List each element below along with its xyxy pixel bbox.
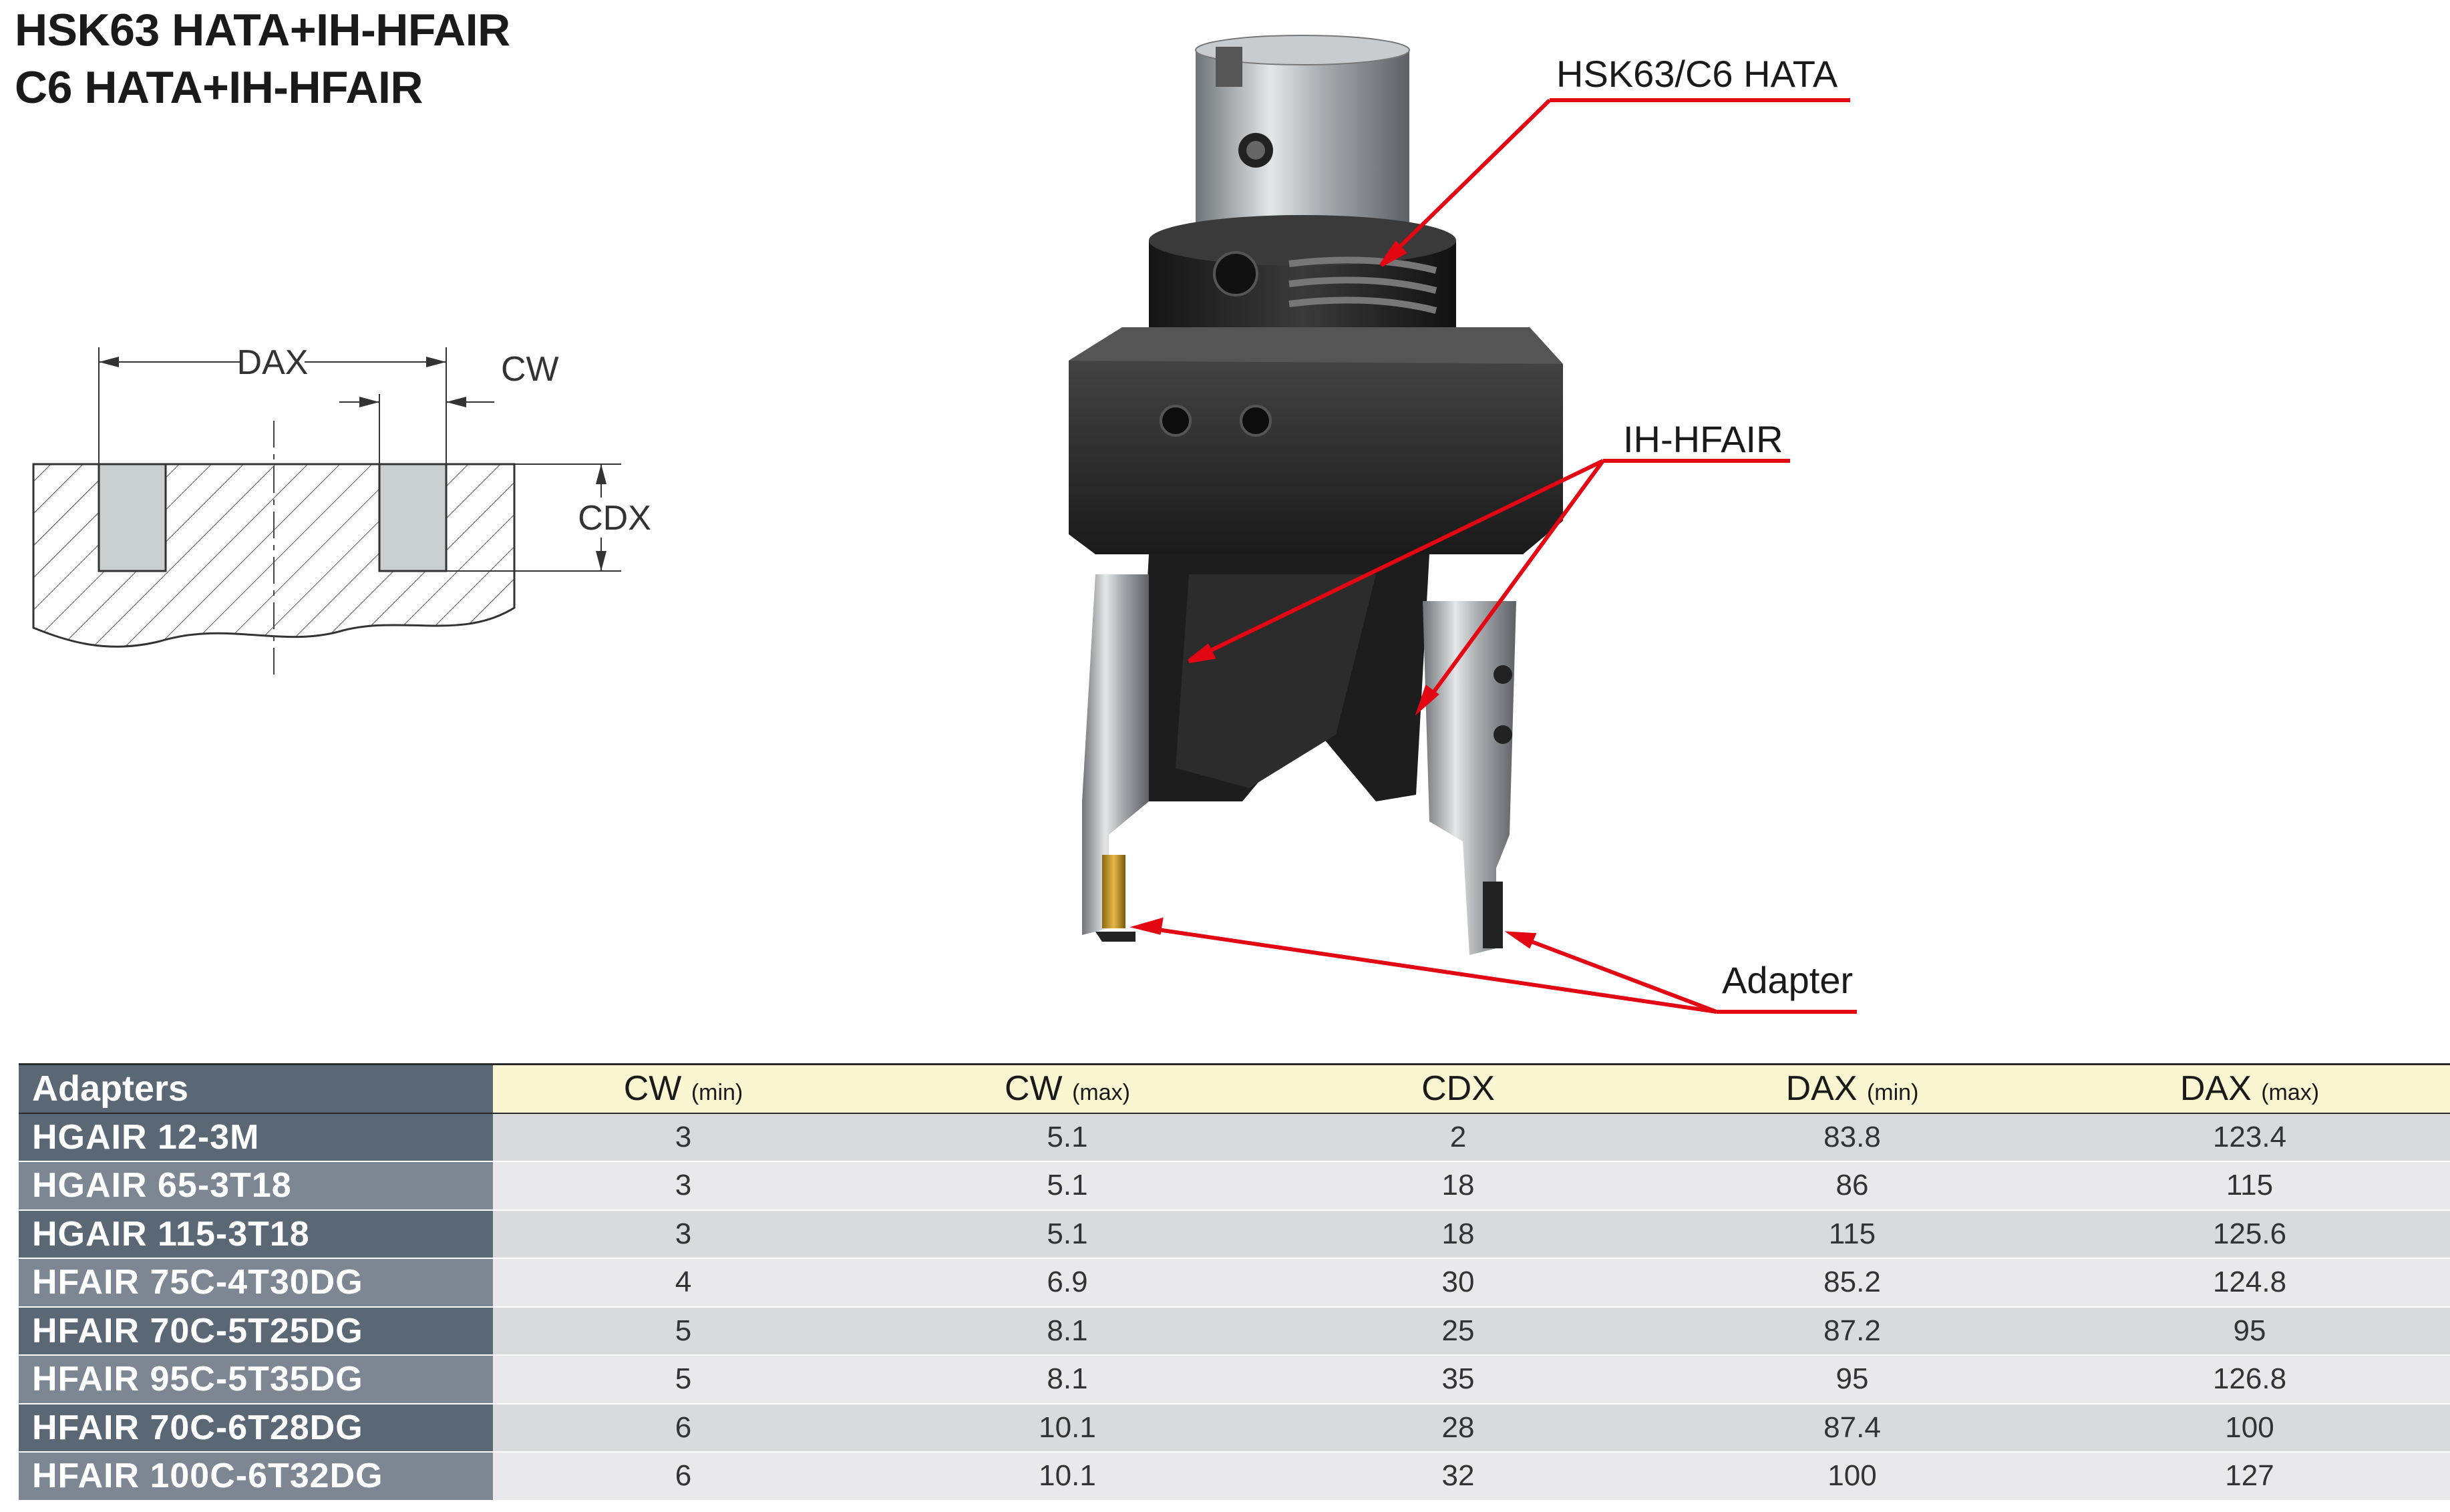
header-cdx: CDX — [1261, 1064, 1655, 1113]
adapter-name: HGAIR 65-3T18 — [19, 1161, 493, 1211]
cw-min-value: 4 — [493, 1258, 874, 1308]
adapter-name: HFAIR 70C-6T28DG — [19, 1403, 493, 1453]
dax-min-value: 95 — [1655, 1355, 2049, 1404]
groove-left — [98, 463, 167, 572]
callout-hata: HSK63/C6 HATA — [1556, 53, 1838, 95]
dax-max-value: 95 — [2049, 1306, 2450, 1356]
cdx-value: 32 — [1261, 1452, 1655, 1501]
page-title: HSK63 HATA+IH-HFAIR — [15, 5, 510, 55]
cw-max-value: 10.1 — [874, 1403, 1261, 1453]
table-row: HFAIR 70C-5T25DG 5 8.1 25 87.2 95 — [19, 1306, 2450, 1356]
cw-min-value: 3 — [493, 1209, 874, 1259]
adapter-name: HFAIR 70C-5T25DG — [19, 1306, 493, 1356]
page-subtitle: C6 HATA+IH-HFAIR — [15, 62, 423, 113]
cw-label: CW — [501, 350, 559, 389]
cdx-value: 28 — [1261, 1403, 1655, 1453]
dax-max-value: 125.6 — [2049, 1209, 2450, 1259]
table-header-row: Adapters CW (min) CW (max) CDX DAX (min)… — [19, 1064, 2450, 1113]
dax-max-value: 126.8 — [2049, 1355, 2450, 1404]
dax-min-value: 100 — [1655, 1452, 2049, 1501]
cw-min-value: 5 — [493, 1355, 874, 1404]
header-dax-max: DAX (max) — [2049, 1064, 2450, 1113]
adapter-name: HFAIR 100C-6T32DG — [19, 1452, 493, 1501]
adapter-name: HFAIR 75C-4T30DG — [19, 1258, 493, 1308]
dax-max-value: 124.8 — [2049, 1258, 2450, 1308]
adapters-table: Adapters CW (min) CW (max) CDX DAX (min)… — [19, 1063, 2450, 1501]
cw-max-value: 5.1 — [874, 1209, 1261, 1259]
table-row: HFAIR 95C-5T35DG 5 8.1 35 95 126.8 — [19, 1355, 2450, 1404]
cdx-value: 18 — [1261, 1209, 1655, 1259]
cw-min-value: 6 — [493, 1452, 874, 1501]
cw-max-value: 8.1 — [874, 1355, 1261, 1404]
table-row: HFAIR 100C-6T32DG 6 10.1 32 100 127 — [19, 1452, 2450, 1501]
cw-min-value: 5 — [493, 1306, 874, 1356]
table-row: HFAIR 70C-6T28DG 6 10.1 28 87.4 100 — [19, 1403, 2450, 1453]
header-adapters: Adapters — [19, 1064, 493, 1113]
header-dax-min: DAX (min) — [1655, 1064, 2049, 1113]
adapter-name: HGAIR 115-3T18 — [19, 1209, 493, 1259]
dax-max-value: 100 — [2049, 1403, 2450, 1453]
cw-max-value: 6.9 — [874, 1258, 1261, 1308]
callout-ih-hfair: IH-HFAIR — [1623, 418, 1783, 460]
table-row: HGAIR 65-3T18 3 5.1 18 86 115 — [19, 1161, 2450, 1211]
table-row: HGAIR 12-3M 3 5.1 2 83.8 123.4 — [19, 1113, 2450, 1162]
dax-min-value: 87.4 — [1655, 1403, 2049, 1453]
groove-dimension-diagram: DAX CW CDX — [32, 343, 655, 675]
cw-max-value: 8.1 — [874, 1306, 1261, 1356]
dax-min-value: 86 — [1655, 1161, 2049, 1211]
header-cw-min: CW (min) — [493, 1064, 874, 1113]
cdx-value: 30 — [1261, 1258, 1655, 1308]
cw-max-value: 5.1 — [874, 1161, 1261, 1211]
adapter-name: HGAIR 12-3M — [19, 1113, 493, 1162]
dax-label: DAX — [237, 343, 309, 382]
table-row: HFAIR 75C-4T30DG 4 6.9 30 85.2 124.8 — [19, 1258, 2450, 1308]
dax-min-value: 115 — [1655, 1209, 2049, 1259]
header-cw-max: CW (max) — [874, 1064, 1261, 1113]
cw-max-value: 5.1 — [874, 1113, 1261, 1162]
cw-min-value: 3 — [493, 1161, 874, 1211]
dax-min-value: 83.8 — [1655, 1113, 2049, 1162]
cw-min-value: 3 — [493, 1113, 874, 1162]
cw-max-value: 10.1 — [874, 1452, 1261, 1501]
dax-max-value: 123.4 — [2049, 1113, 2450, 1162]
callout-adapter: Adapter — [1722, 959, 1854, 1001]
cdx-value: 35 — [1261, 1355, 1655, 1404]
cw-min-value: 6 — [493, 1403, 874, 1453]
cdx-value: 2 — [1261, 1113, 1655, 1162]
dax-max-value: 115 — [2049, 1161, 2450, 1211]
dax-min-value: 87.2 — [1655, 1306, 2049, 1356]
cdx-label: CDX — [578, 499, 651, 538]
tool-holder-illustration — [1069, 35, 1857, 1014]
dax-max-value: 127 — [2049, 1452, 2450, 1501]
cdx-value: 18 — [1261, 1161, 1655, 1211]
groove-right — [378, 463, 448, 572]
dax-min-value: 85.2 — [1655, 1258, 2049, 1308]
cdx-value: 25 — [1261, 1306, 1655, 1356]
adapter-name: HFAIR 95C-5T35DG — [19, 1355, 493, 1404]
table-row: HGAIR 115-3T18 3 5.1 18 115 125.6 — [19, 1209, 2450, 1259]
